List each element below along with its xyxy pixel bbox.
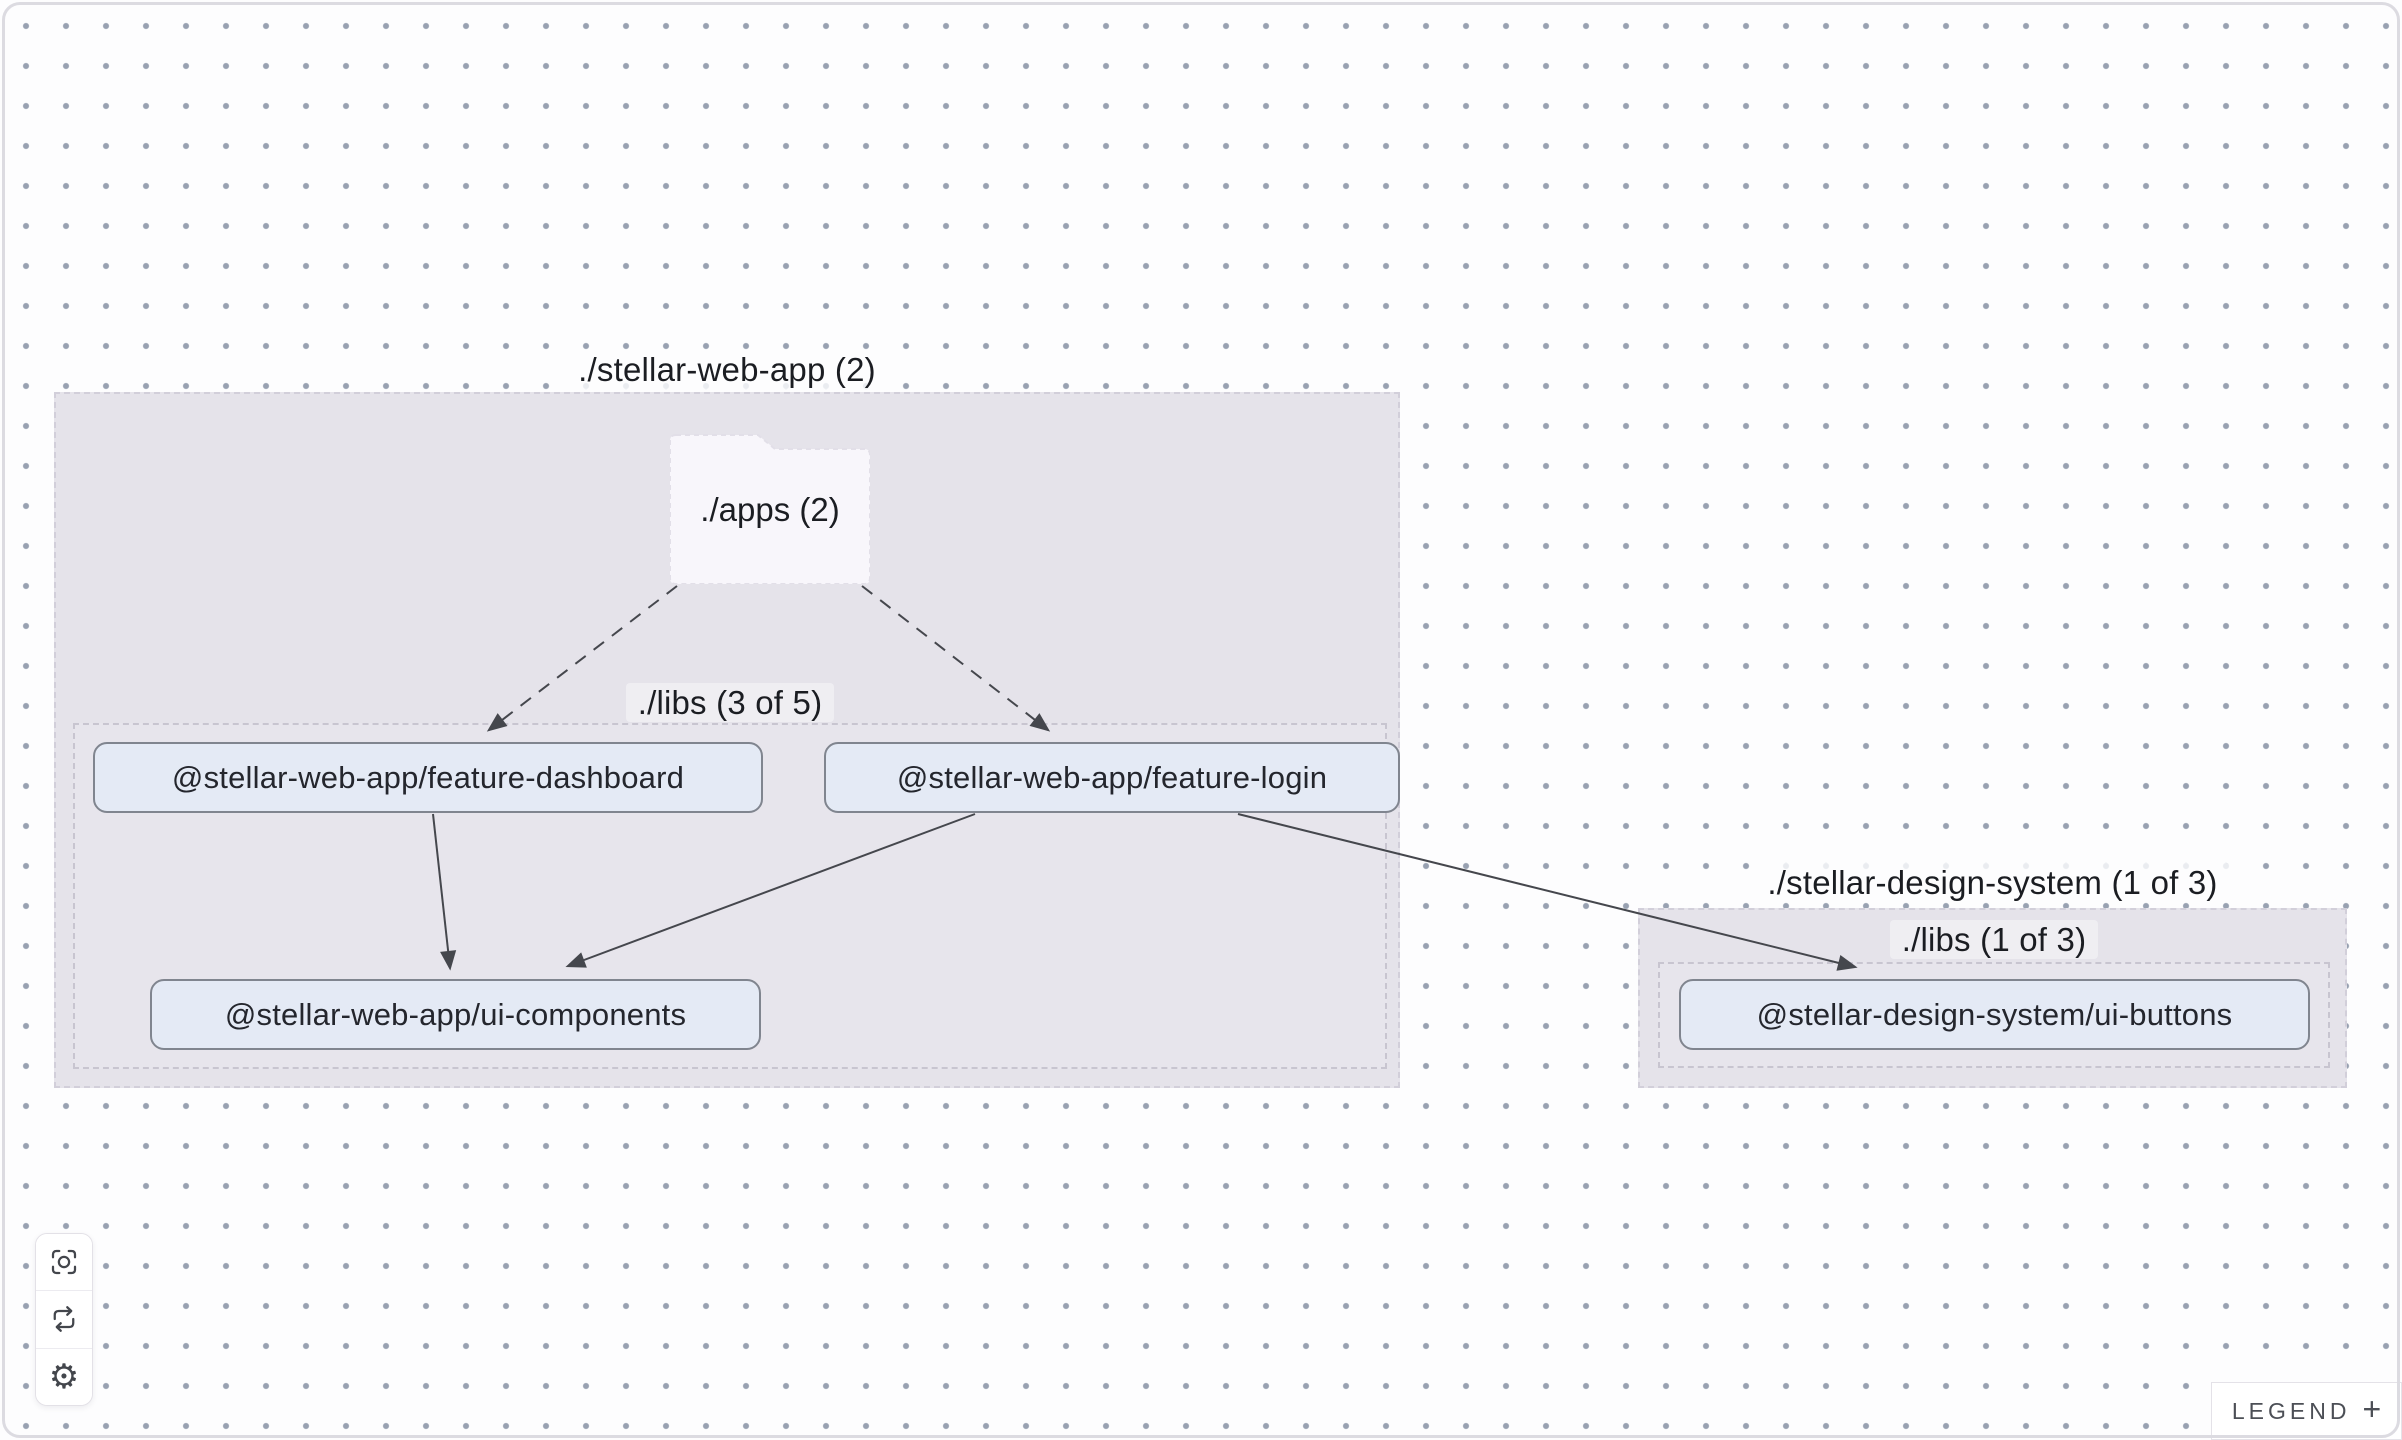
group-label-design-system-libs: ./libs (1 of 3) bbox=[1658, 920, 2330, 959]
group-label-stellar-web-app: ./stellar-web-app (2) bbox=[54, 350, 1400, 389]
folder-node-apps[interactable]: ./apps (2) bbox=[670, 432, 870, 584]
project-node-label: @stellar-web-app/feature-dashboard bbox=[171, 759, 685, 795]
project-node-ui-buttons[interactable]: @stellar-design-system/ui-buttons bbox=[1679, 979, 2310, 1050]
project-node-label: @stellar-web-app/ui-components bbox=[224, 996, 687, 1032]
project-node-feature-dashboard[interactable]: @stellar-web-app/feature-dashboard bbox=[93, 742, 763, 813]
project-node-label: @stellar-web-app/feature-login bbox=[896, 759, 1328, 795]
focus-icon bbox=[51, 1250, 77, 1275]
project-node-label: @stellar-design-system/ui-buttons bbox=[1756, 996, 2233, 1032]
settings-icon: ⚙ bbox=[48, 1356, 80, 1397]
plus-icon: + bbox=[2362, 1390, 2382, 1427]
refresh-button[interactable] bbox=[36, 1290, 92, 1348]
settings-button[interactable]: ⚙ bbox=[36, 1347, 92, 1405]
canvas-toolbar: ⚙ bbox=[35, 1233, 93, 1406]
project-node-ui-components[interactable]: @stellar-web-app/ui-components bbox=[150, 979, 761, 1050]
project-node-feature-login[interactable]: @stellar-web-app/feature-login bbox=[824, 742, 1400, 813]
folder-label: ./apps (2) bbox=[700, 491, 840, 528]
focus-button[interactable] bbox=[36, 1234, 92, 1291]
legend-label: LEGEND bbox=[2231, 1397, 2351, 1424]
legend-toggle[interactable]: LEGEND + bbox=[2211, 1382, 2402, 1440]
group-label-web-app-libs: ./libs (3 of 5) bbox=[73, 683, 1387, 722]
refresh-icon bbox=[53, 1306, 75, 1333]
group-label-stellar-design-system: ./stellar-design-system (1 of 3) bbox=[1638, 863, 2347, 902]
